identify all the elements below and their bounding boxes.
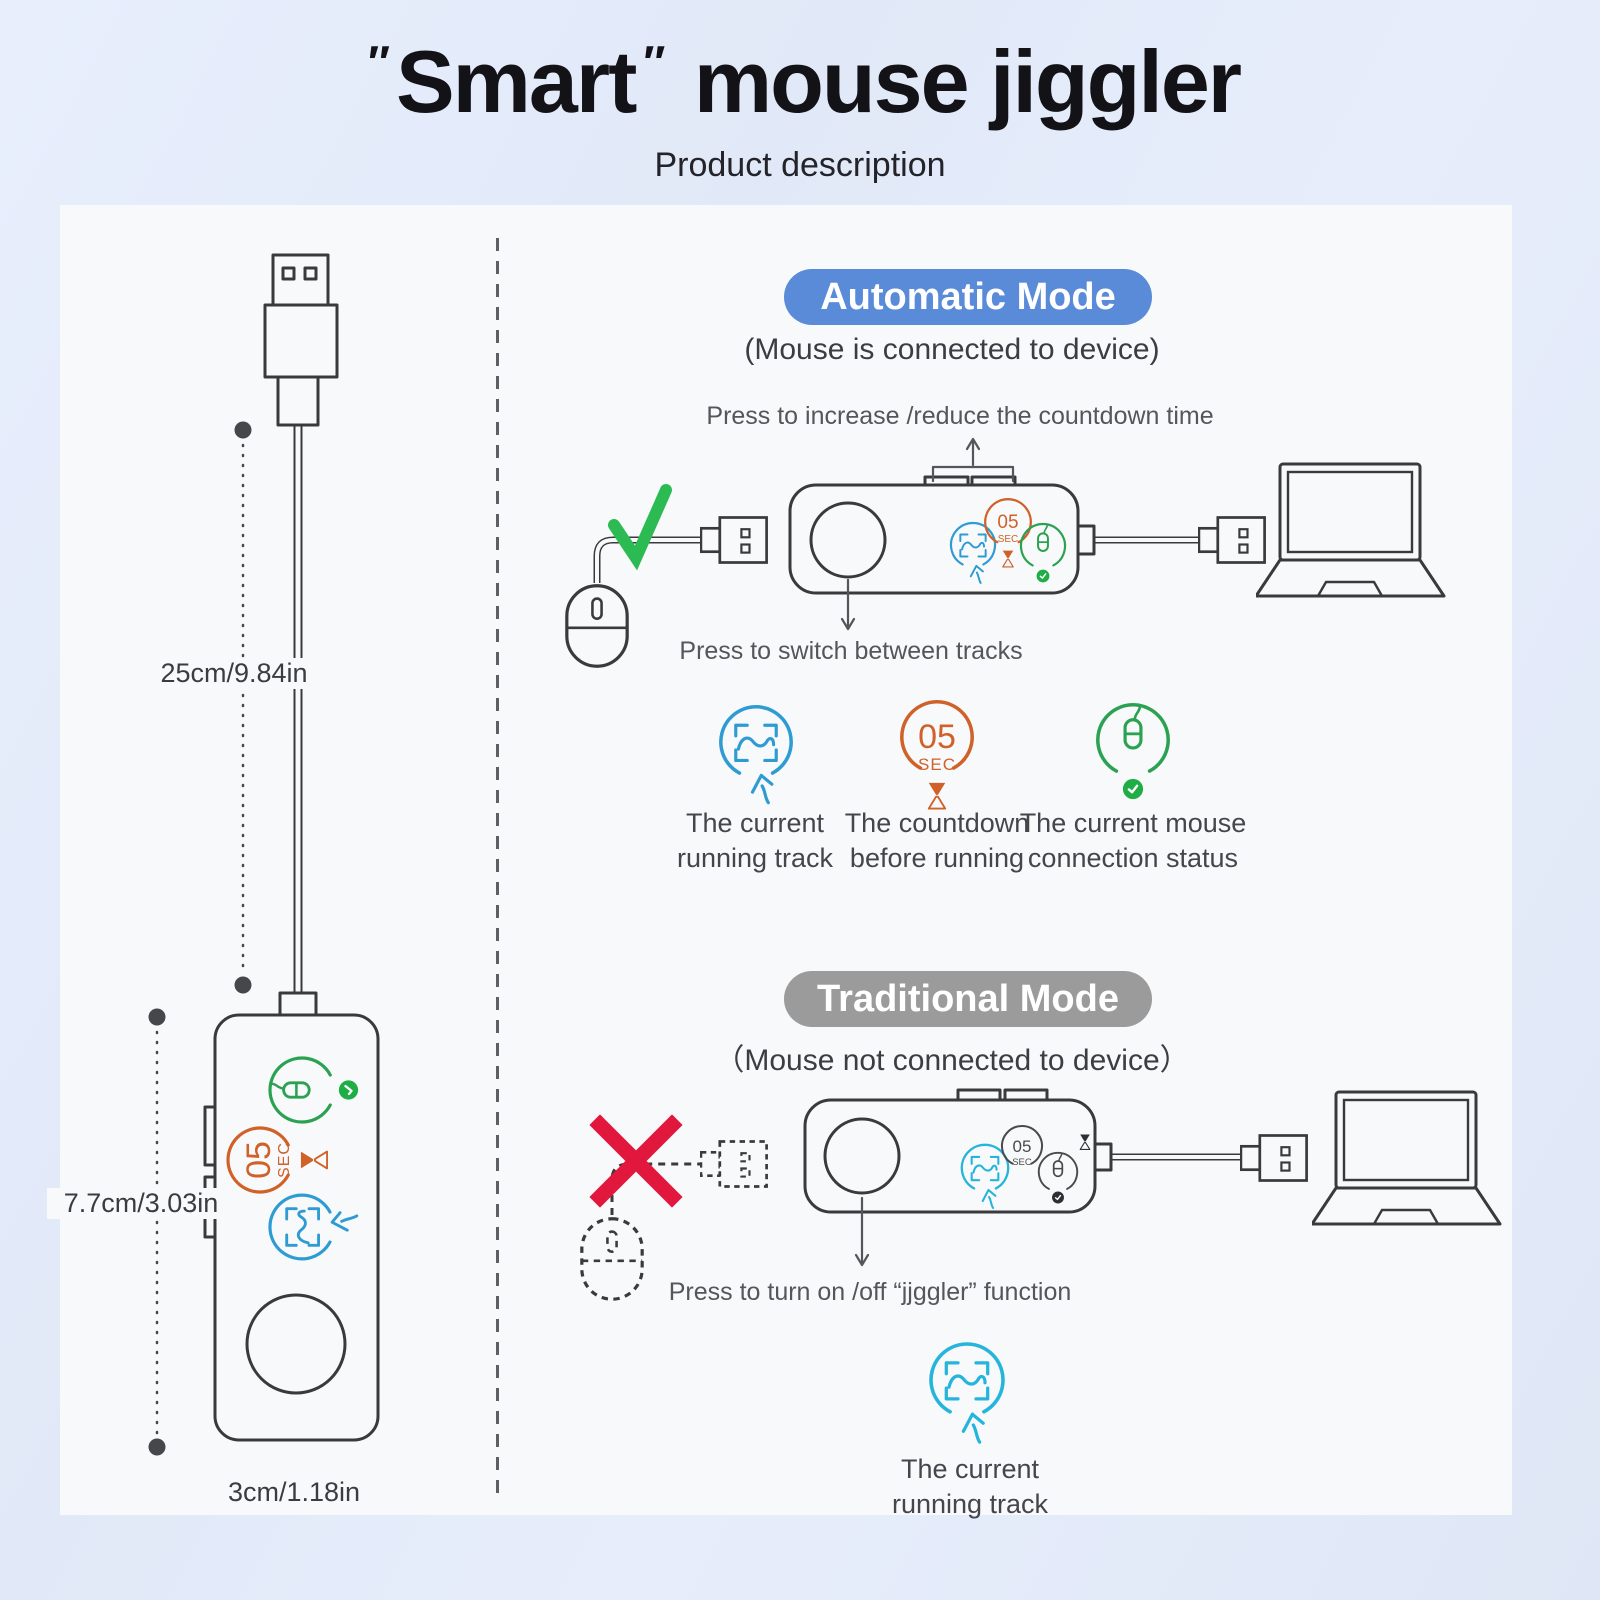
- side-button: [203, 1105, 217, 1167]
- cable-length-label: 25cm/9.84in: [140, 658, 328, 689]
- badge-check-icon: [1051, 1191, 1065, 1204]
- countdown-icon: 05 SEC: [900, 700, 974, 810]
- legend-track-label: The current running track: [891, 1454, 1049, 1520]
- countdown-value: 05: [997, 512, 1018, 533]
- usb-port: [1076, 524, 1096, 556]
- mouse-status-icon: [1096, 703, 1170, 800]
- usb-plug-icon: [700, 516, 768, 564]
- body-width-label: 3cm/1.18in: [200, 1477, 388, 1508]
- legend-track-label: The current running track: [676, 808, 834, 874]
- check-icon: [608, 484, 672, 571]
- hourglass-icon: [927, 782, 947, 810]
- track-icon: [719, 705, 793, 805]
- laptop-icon: [1256, 462, 1446, 598]
- countdown-unit: SEC: [276, 1142, 293, 1178]
- body-length-label: 7.7cm/3.03in: [47, 1188, 235, 1219]
- usb-plug-icon: [1198, 516, 1266, 564]
- automatic-mode-note: (Mouse is connected to device): [744, 333, 1160, 366]
- jiggler-device-body: [788, 483, 1080, 595]
- main-button: [823, 1117, 901, 1195]
- down-arrow: [840, 578, 856, 631]
- countdown-icon: 05 SEC: [226, 1126, 328, 1194]
- main-button: [809, 501, 887, 579]
- device-dimension-drawing: 05 SEC: [148, 253, 380, 1501]
- quote-mark-right: ″: [643, 36, 665, 88]
- legend-mouse-label: The current mouse connection status: [1019, 808, 1247, 874]
- badge-check-icon: [1122, 778, 1144, 800]
- cross-icon: [589, 1114, 683, 1208]
- main-button: [245, 1293, 347, 1395]
- badge-check-icon: [338, 1079, 359, 1101]
- page-title: ″Smart″ mouse jiggler: [0, 35, 1600, 128]
- page-subtitle: Product description: [654, 146, 946, 184]
- laptop-icon: [1312, 1090, 1502, 1226]
- countdown-unit: SEC: [1012, 1157, 1032, 1168]
- traditional-mode-badge: Traditional Mode: [784, 971, 1152, 1027]
- strain-relief: [278, 991, 318, 1019]
- usb-plug-icon: [1240, 1134, 1308, 1182]
- usb-port: [1093, 1142, 1113, 1172]
- bracket: [931, 465, 1015, 483]
- countdown-unit: SEC: [998, 534, 1019, 545]
- jiggler-device-body: [213, 1013, 380, 1442]
- automatic-bottom-annotation: Press to switch between tracks: [679, 637, 1023, 665]
- automatic-top-annotation: Press to increase /reduce the countdown …: [706, 402, 1214, 430]
- automatic-mode-badge: Automatic Mode: [784, 269, 1152, 325]
- countdown-icon: 05 SEC: [1001, 1124, 1043, 1168]
- up-arrow: [965, 437, 981, 467]
- automatic-mode-diagram: 05 SEC 05 SEC: [565, 437, 1446, 810]
- usb-plug-icon: [271, 253, 330, 307]
- traditional-annotation: Press to turn on /off “jjggler” function: [668, 1278, 1072, 1306]
- countdown-unit: SEC: [918, 755, 956, 774]
- title-rest: mouse jiggler: [671, 32, 1242, 131]
- traditional-mode-label: Traditional Mode: [817, 977, 1119, 1020]
- countdown-value: 05: [918, 718, 956, 756]
- countdown-value: 05: [1013, 1137, 1032, 1156]
- title-word: Smart: [395, 32, 637, 131]
- traditional-mode-note: （Mouse not connected to device）: [714, 1044, 1190, 1077]
- countdown-icon: 05 SEC: [984, 498, 1032, 568]
- jiggler-device-body: [803, 1098, 1097, 1214]
- usb-plug-icon-disconnected: [700, 1140, 768, 1188]
- down-arrow: [854, 1196, 870, 1267]
- quote-mark-left: ″: [367, 36, 390, 88]
- automatic-mode-label: Automatic Mode: [820, 275, 1116, 318]
- track-icon: [929, 1342, 1005, 1444]
- countdown-value: 05: [240, 1141, 278, 1179]
- legend-countdown-label: The countdown before running: [844, 808, 1030, 874]
- dashed-divider: [496, 238, 499, 1502]
- traditional-mode-diagram: 05 SEC: [580, 1088, 1502, 1444]
- badge-check-icon: [1036, 569, 1050, 583]
